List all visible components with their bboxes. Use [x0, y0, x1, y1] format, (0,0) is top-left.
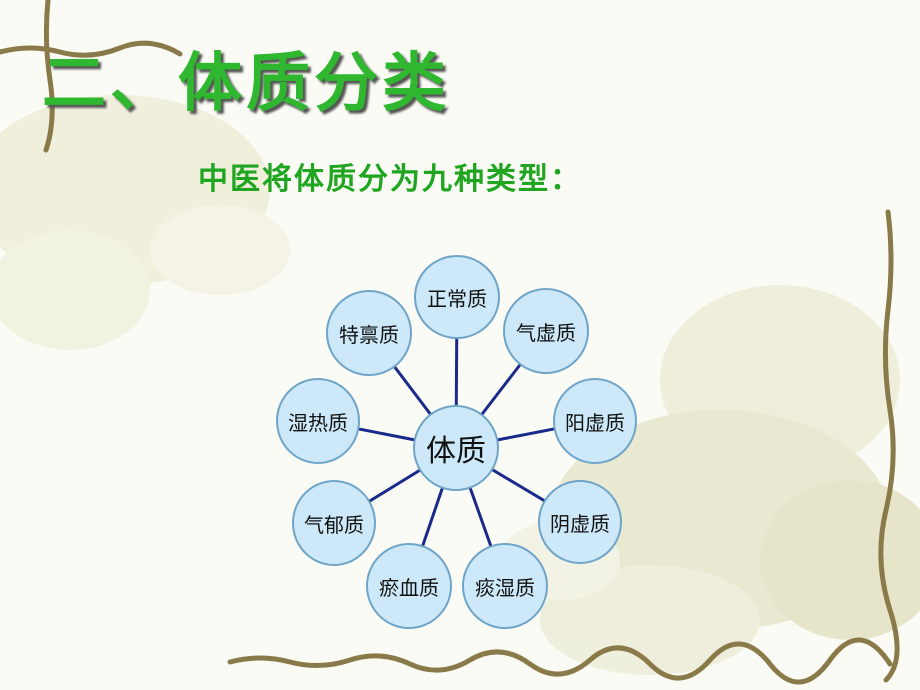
type-node-tebing: 特禀质: [326, 290, 412, 376]
center-node: 体质: [413, 405, 499, 491]
type-node-tanshi: 痰湿质: [462, 543, 548, 629]
type-node-qixu: 气虚质: [503, 288, 589, 374]
type-node-qiyu: 气郁质: [292, 480, 376, 566]
type-node-yangxu: 阳虚质: [553, 378, 637, 464]
type-node-shire: 湿热质: [276, 378, 360, 464]
type-node-yinxu: 阴虚质: [538, 480, 622, 564]
slide-title: 二、体质分类: [42, 47, 450, 121]
slide-subtitle: 中医将体质分为九种类型：: [198, 162, 582, 197]
type-node-yuxue: 瘀血质: [366, 543, 452, 629]
vine-border-decoration: [0, 0, 900, 685]
type-node-zhengchang: 正常质: [414, 255, 500, 339]
